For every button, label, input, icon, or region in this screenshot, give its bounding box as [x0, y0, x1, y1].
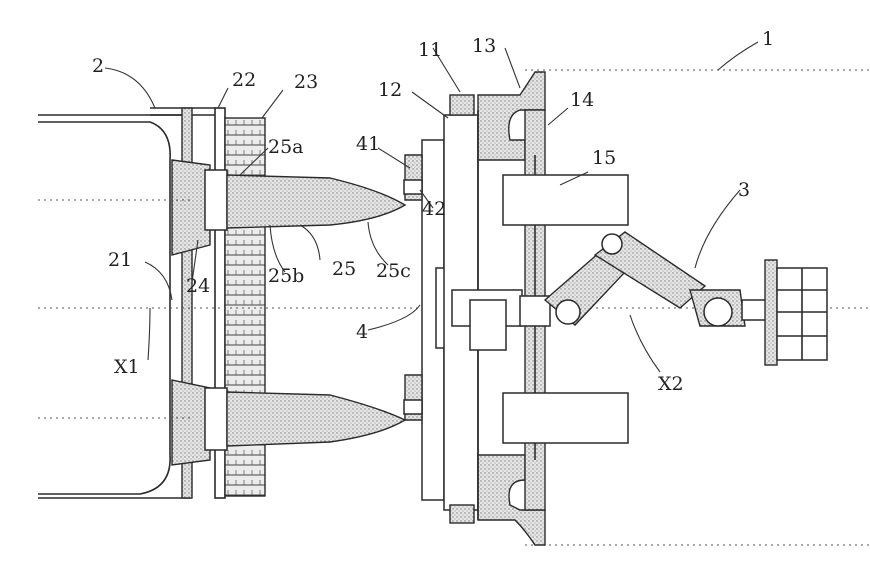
label-21: 21 — [108, 249, 132, 271]
label-41: 41 — [356, 133, 380, 155]
tool-lower — [205, 388, 405, 450]
label-25: 25 — [332, 258, 356, 280]
end-effector — [765, 260, 827, 365]
label-24: 24 — [186, 275, 210, 297]
label-13: 13 — [472, 35, 496, 57]
label-2: 2 — [92, 55, 104, 77]
label-4: 4 — [356, 321, 368, 343]
label-14: 14 — [570, 89, 594, 111]
label-15: 15 — [592, 147, 616, 169]
tool-upper — [205, 170, 405, 230]
label-25a: 25a — [268, 136, 304, 158]
label-1: 1 — [762, 28, 774, 50]
robot-arm-3 — [545, 232, 767, 326]
label-12: 12 — [378, 79, 402, 101]
label-11: 11 — [418, 39, 442, 61]
label-42: 42 — [422, 198, 446, 220]
label-25b: 25b — [268, 265, 304, 287]
label-3: 3 — [738, 179, 750, 201]
label-22: 22 — [232, 69, 256, 91]
label-x2: X2 — [658, 373, 684, 395]
label-25c: 25c — [376, 260, 411, 282]
label-23: 23 — [294, 71, 318, 93]
label-x1: X1 — [114, 356, 140, 378]
